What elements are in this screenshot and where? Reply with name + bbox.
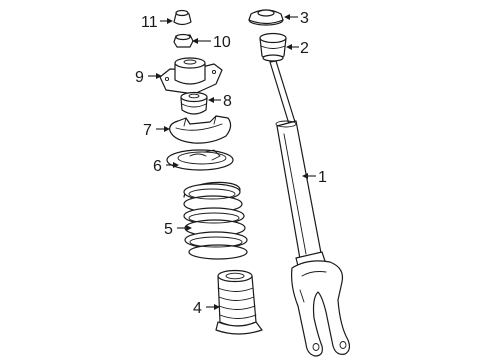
dust-boot	[215, 269, 263, 335]
callout-label-3: 3	[300, 10, 309, 27]
callout-6: 6	[153, 158, 179, 175]
callout-label-6: 6	[153, 158, 162, 175]
callout-11: 11	[141, 14, 173, 31]
strut-mount	[159, 57, 223, 95]
callout-1: 1	[302, 169, 327, 186]
coil-spring	[183, 181, 248, 260]
callout-9: 9	[135, 69, 162, 86]
mount-nut	[173, 33, 194, 48]
cap	[173, 9, 192, 26]
callout-label-7: 7	[143, 122, 152, 139]
jounce-bumper	[180, 91, 208, 115]
callout-label-5: 5	[164, 221, 173, 238]
lower-spring-seat	[166, 149, 234, 171]
callout-10: 10	[192, 34, 231, 51]
bumper	[259, 32, 287, 62]
callout-4: 4	[193, 300, 220, 317]
strut	[269, 60, 351, 357]
callout-label-9: 9	[135, 69, 144, 86]
callout-7: 7	[143, 122, 170, 139]
callout-label-4: 4	[193, 300, 202, 317]
callout-label-8: 8	[223, 93, 232, 110]
upper-spring-seat	[169, 115, 232, 144]
callout-label-1: 1	[318, 169, 327, 186]
callout-3: 3	[284, 10, 309, 27]
callout-label-11: 11	[141, 14, 158, 31]
callout-2: 2	[286, 40, 309, 57]
callout-8: 8	[208, 93, 232, 110]
upper-cap	[248, 9, 284, 26]
callout-label-2: 2	[300, 40, 309, 57]
callout-label-10: 10	[213, 34, 231, 51]
callout-5: 5	[164, 221, 192, 238]
